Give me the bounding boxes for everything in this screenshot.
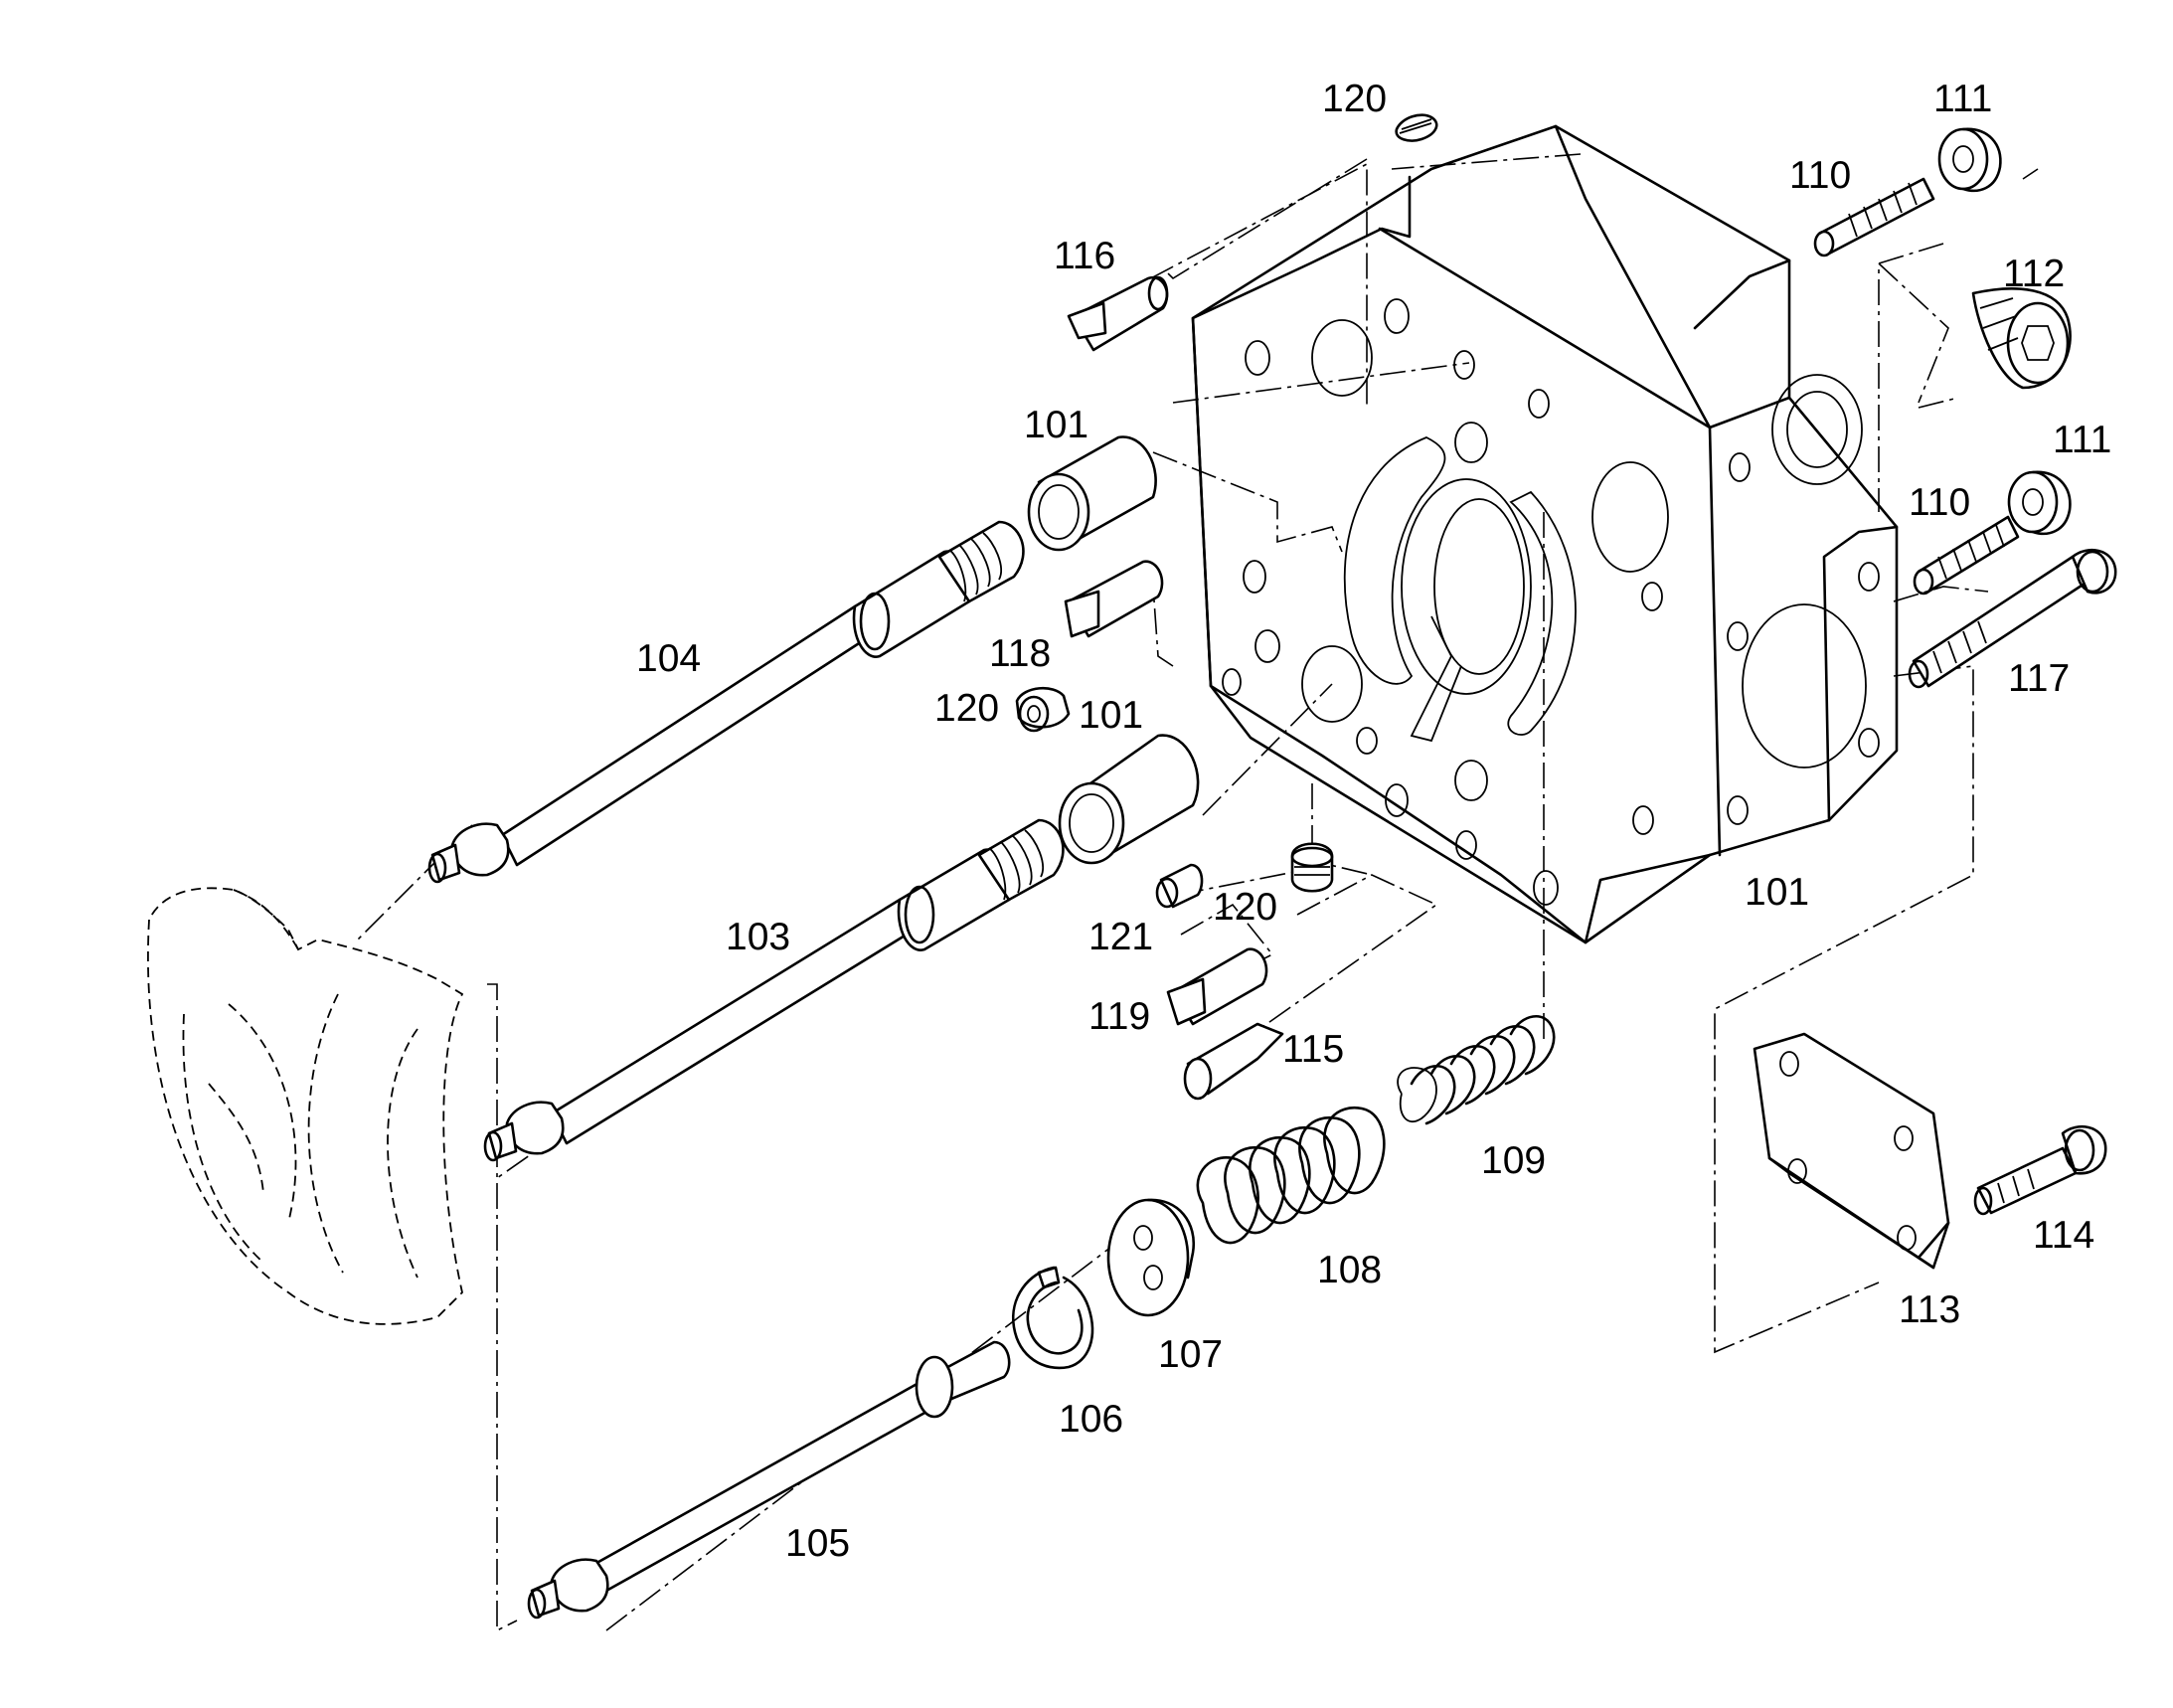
part-116-pin [1067,275,1169,352]
label-106: 106 [1059,1398,1123,1441]
part-119-pin [1166,947,1268,1026]
label-101-mid: 101 [1079,694,1143,737]
label-105: 105 [785,1522,850,1565]
part-108-spring [1196,1106,1386,1245]
label-117: 117 [2008,657,2070,700]
part-101-sleeve-upper [1027,435,1157,552]
label-114: 114 [2033,1214,2094,1257]
part-121-plug [1155,863,1204,909]
label-111-top: 111 [1933,78,1992,120]
label-108: 108 [1317,1249,1382,1291]
label-118: 118 [989,632,1051,675]
label-103: 103 [726,916,790,958]
label-111-mid: 111 [2053,419,2111,461]
part-111-nut-mid [2007,470,2072,536]
part-109-spring [1397,1014,1556,1125]
label-112: 112 [2003,253,2065,295]
part-113-cover [1753,1032,1950,1270]
part-115-pin [1183,1022,1284,1101]
label-120-top: 120 [1322,78,1387,120]
label-110-mid: 110 [1909,481,1970,524]
label-109: 109 [1481,1139,1546,1182]
label-120-bottom: 120 [1213,886,1277,929]
part-106-snap-ring [1011,1266,1094,1370]
part-101-sleeve-lower [1058,734,1200,865]
label-120-left: 120 [934,687,999,730]
part-105-rod [527,1340,1011,1620]
part-114-bolt [1973,1125,2107,1216]
label-110-top: 110 [1789,154,1851,197]
part-112-plug [1971,287,2072,390]
part-120-plug-bottom [1290,842,1334,893]
label-107: 107 [1158,1333,1223,1376]
callout-labels: 120 111 110 116 112 101 111 110 104 118 … [636,78,2111,1565]
label-115: 115 [1282,1028,1344,1071]
part-110-stud-top [1813,177,1935,257]
part-103-spool [483,818,1065,1162]
part-120-top [1395,113,1438,142]
label-113: 113 [1899,1288,1960,1331]
part-117-bolt [1908,549,2117,689]
part-120-plug-left [1015,687,1071,733]
part-107-spring-seat [1106,1198,1196,1317]
part-111-nut-top [1937,127,2002,193]
part-104-spool [427,520,1025,884]
label-119: 119 [1088,995,1150,1038]
label-104: 104 [636,637,701,680]
part-118-pin [1064,560,1164,638]
pump-housing-outline [147,887,464,1325]
label-101-top: 101 [1024,404,1088,446]
label-121: 121 [1088,916,1153,958]
label-116: 116 [1054,235,1115,277]
valve-body-101 [1191,124,1899,944]
part-110-stud-mid [1913,515,2020,596]
label-101-right: 101 [1745,871,1809,914]
